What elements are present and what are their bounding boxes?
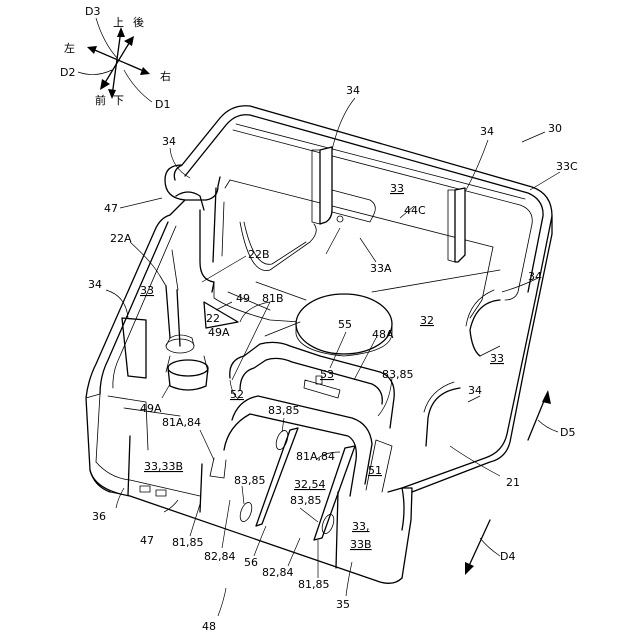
label-83-85-b: 83,85 <box>268 404 300 417</box>
label-34-left-top: 34 <box>162 135 176 148</box>
label-34-lower-right: 34 <box>468 384 482 397</box>
label-33a-sub: 33A <box>370 262 392 275</box>
label-81b: 81B <box>262 292 284 305</box>
compass-up-label: 上 <box>113 16 124 29</box>
label-32-54: 32,54 <box>294 478 326 491</box>
label-30: 30 <box>548 122 562 135</box>
label-32: 32 <box>420 314 434 327</box>
label-56: 56 <box>244 556 258 569</box>
label-33b: 33B <box>350 538 372 551</box>
compass-d1-label: D1 <box>155 98 170 111</box>
label-81a-84-mid: 81A,84 <box>296 450 335 463</box>
label-34-upper-right: 34 <box>480 125 494 138</box>
label-33-33b: 33,33B <box>144 460 183 473</box>
label-44c: 44C <box>404 204 426 217</box>
label-82-84-right: 82,84 <box>262 566 294 579</box>
label-34-left: 34 <box>88 278 102 291</box>
compass-left-label: 左 <box>64 42 75 55</box>
label-49a-upper: 49A <box>208 326 230 339</box>
compass-back-label: 後 <box>133 15 144 29</box>
label-49: 49 <box>236 292 250 305</box>
compass-front-label: 前 <box>95 93 106 107</box>
label-53: 53 <box>320 368 334 381</box>
label-48a: 48A <box>372 328 394 341</box>
label-33-comma: 33, <box>352 520 370 533</box>
label-22: 22 <box>206 312 220 325</box>
label-83-85-a: 83,85 <box>382 368 414 381</box>
compass-d3-label: D3 <box>85 5 100 18</box>
label-34-right: 34 <box>528 270 542 283</box>
label-33c: 33C <box>556 160 578 173</box>
label-33-right: 33 <box>490 352 504 365</box>
label-49a-lower: 49A <box>140 402 162 415</box>
label-51: 51 <box>368 464 382 477</box>
label-34-top: 34 <box>346 84 360 97</box>
label-48: 48 <box>202 620 216 633</box>
label-35: 35 <box>336 598 350 611</box>
label-83-85-c: 83,85 <box>234 474 266 487</box>
label-d5: D5 <box>560 426 575 439</box>
label-47-bottom: 47 <box>140 534 154 547</box>
direction-compass <box>78 18 152 102</box>
compass-down-label: 下 <box>113 94 124 107</box>
label-55: 55 <box>338 318 352 331</box>
label-d4: D4 <box>500 550 515 563</box>
label-33-back: 33 <box>390 182 404 195</box>
label-36: 36 <box>92 510 106 523</box>
label-52: 52 <box>230 388 244 401</box>
label-81-85-left: 81,85 <box>172 536 204 549</box>
label-22b: 22B <box>248 248 270 261</box>
label-83-85-d: 83,85 <box>290 494 322 507</box>
label-21: 21 <box>506 476 520 489</box>
label-81-85-right: 81,85 <box>298 578 330 591</box>
label-33-left: 33 <box>140 284 154 297</box>
label-81a-84-left: 81A,84 <box>162 416 201 429</box>
label-22a: 22A <box>110 232 132 245</box>
label-82-84-left: 82,84 <box>204 550 236 563</box>
compass-d2-label: D2 <box>60 66 75 79</box>
compass-right-label: 右 <box>160 69 171 83</box>
label-47-left: 47 <box>104 202 118 215</box>
